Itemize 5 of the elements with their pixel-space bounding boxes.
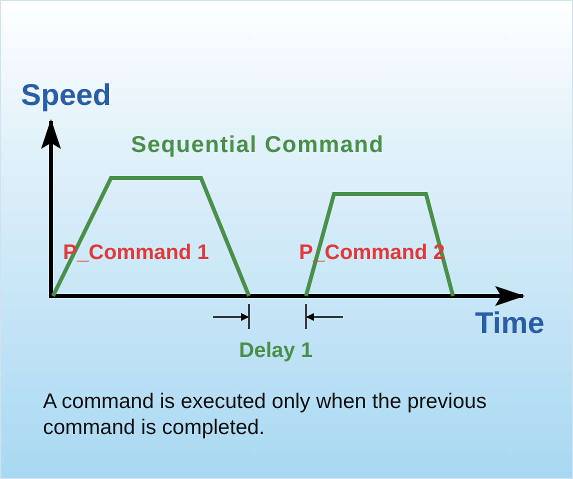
chart-title: Sequential Command	[131, 131, 384, 158]
axis-label: Speed	[21, 79, 112, 113]
axis-label: Time	[475, 307, 544, 341]
note-text: A command is executed only when the previous command is completed.	[43, 389, 488, 441]
delay-label: Delay 1	[239, 339, 313, 363]
